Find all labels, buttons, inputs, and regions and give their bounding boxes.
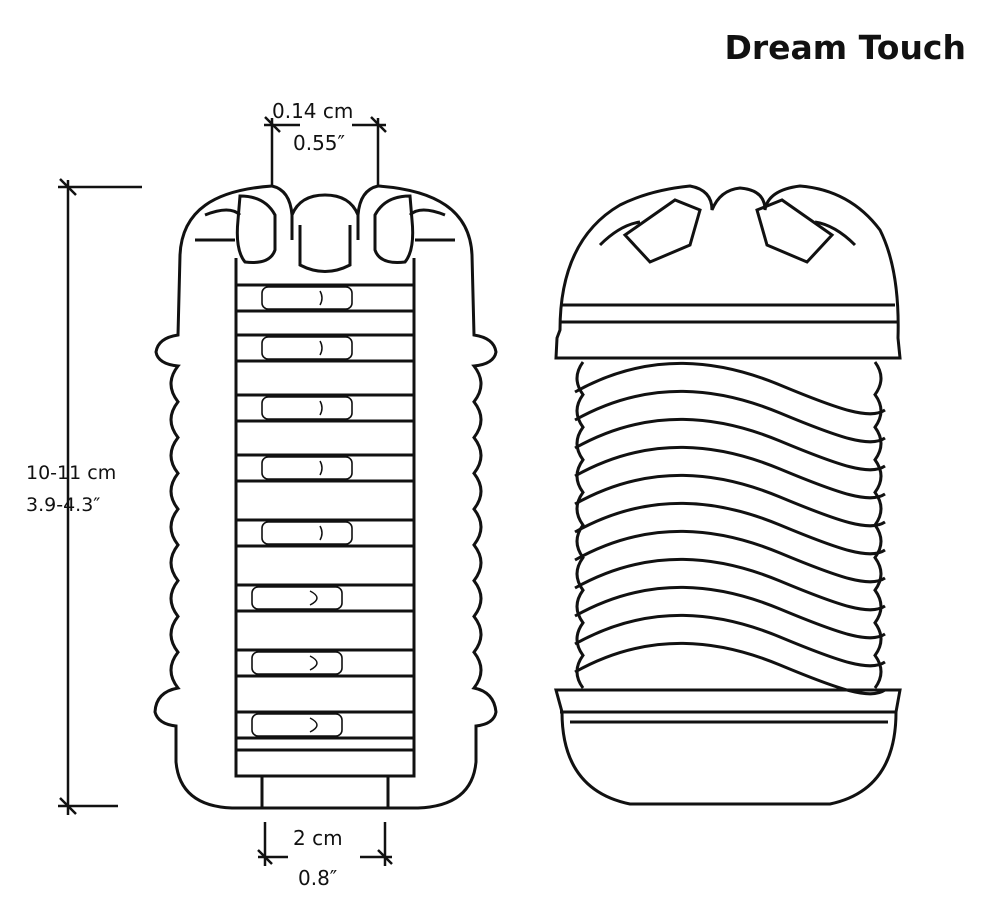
comb-bar (234, 393, 416, 423)
opening-width-in: 0.55″ (293, 131, 346, 155)
comb-bar (234, 518, 416, 548)
cap-band (560, 303, 897, 324)
inner-nub (298, 225, 352, 273)
channel-pocket (251, 651, 343, 675)
channel-pocket (251, 713, 343, 737)
top-cap (554, 184, 902, 360)
cross-section-view (153, 184, 498, 810)
comb-bar (234, 283, 416, 313)
opening-width-cm: 0.14 cm (272, 99, 354, 123)
opening-slit (271, 184, 379, 240)
exterior-view (554, 184, 902, 806)
cap-highlight (598, 220, 857, 247)
comb-bar (234, 453, 416, 483)
spiral-groove (574, 473, 886, 528)
comb-bar (234, 333, 416, 363)
comb-bar (234, 648, 416, 678)
pocket-mark (309, 655, 318, 671)
device-outline (153, 184, 498, 810)
spiral-groove (574, 613, 886, 668)
inner-rim (195, 208, 455, 242)
spiral-groove (574, 389, 886, 444)
pocket-mark (319, 460, 323, 476)
spiral-groove (574, 557, 886, 612)
channel-pocket (261, 336, 353, 360)
base-width-cm: 2 cm (293, 826, 343, 850)
channel-pocket (251, 586, 343, 610)
product-title: Dream Touch (724, 28, 966, 67)
spiral-groove (574, 641, 886, 696)
base-width-in: 0.8″ (298, 866, 338, 890)
spiral-groove (574, 501, 886, 556)
cap-slot (622, 198, 835, 264)
pocket-mark (319, 525, 323, 541)
spiral-groove (574, 445, 886, 500)
inner-channel (234, 258, 416, 778)
length-cm: 10-11 cm (26, 462, 117, 484)
pocket-mark (319, 290, 323, 306)
channel-pocket (261, 521, 353, 545)
bottom-cap (554, 688, 902, 806)
dimension-lines (58, 116, 393, 866)
spiral-groove (574, 529, 886, 584)
spiral-groove (574, 361, 886, 416)
pocket-mark (309, 590, 318, 606)
spiral-groove (574, 417, 886, 472)
channel-pocket (261, 286, 353, 310)
comb-bar (234, 710, 416, 740)
length-in: 3.9-4.3″ (26, 494, 101, 516)
pocket-mark (309, 717, 318, 733)
inner-lobe (235, 194, 415, 264)
bottom-band (560, 710, 897, 724)
pocket-mark (319, 340, 323, 356)
comb-bar (234, 583, 416, 613)
base-channel (236, 748, 414, 808)
spiral-groove (574, 585, 886, 640)
channel-pocket (261, 456, 353, 480)
pocket-mark (319, 400, 323, 416)
channel-pocket (261, 396, 353, 420)
